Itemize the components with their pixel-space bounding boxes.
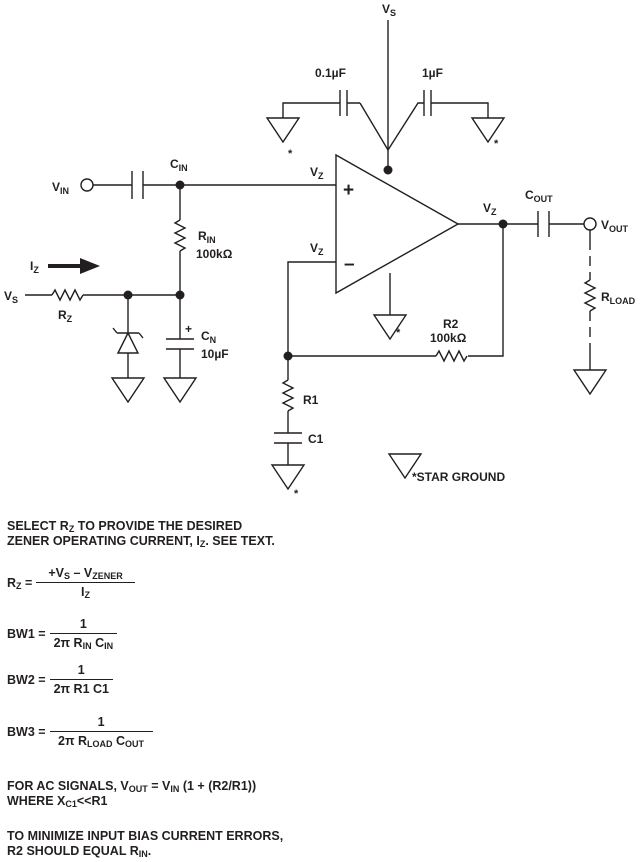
star-ground-legend: *STAR GROUND [412, 470, 505, 484]
svg-text:VOUT: VOUT [601, 218, 629, 234]
capacitor-cin [131, 171, 144, 199]
svg-text:VZ: VZ [310, 241, 324, 257]
ground-symbol [110, 377, 146, 404]
svg-text:VZ: VZ [483, 201, 497, 217]
ground-symbol-legend [387, 453, 423, 480]
c1-label: C1 [308, 432, 324, 446]
bw1-equation: BW1 = 1 2π RIN CIN [7, 617, 117, 651]
rin-label: R [198, 229, 207, 243]
junction-dot [175, 180, 185, 190]
vout-label: V [601, 218, 609, 232]
cn-value: 10µF [201, 347, 229, 361]
r1-label: R1 [303, 393, 319, 407]
vs-top-label: V [382, 2, 390, 16]
zener-diode [112, 327, 144, 354]
svg-text:CIN: CIN [170, 157, 188, 173]
rz-equation: RZ = +VS – VZENER IZ [7, 566, 135, 600]
ground-symbol [265, 117, 301, 144]
iz-label: I [30, 259, 33, 273]
cin-label: C [170, 157, 179, 171]
bias-current-note: TO MINIMIZE INPUT BIAS CURRENT ERRORS, R… [7, 829, 284, 859]
resistor-rload [583, 279, 597, 312]
vout-terminal [583, 217, 597, 231]
circuit-schematic: VS 0.1µF 1µF * * VIN CIN VZ VZ + – VZ CO… [4, 2, 636, 500]
wire-inverting-input [287, 261, 336, 380]
junction-dot [283, 351, 293, 361]
rz-label: R [58, 308, 67, 322]
rin-value: 100kΩ [196, 247, 233, 261]
svg-text:VS: VS [382, 2, 396, 18]
resistor-r2 [435, 349, 468, 363]
svg-text:IZ: IZ [30, 259, 39, 275]
current-arrow [48, 258, 100, 274]
ground-symbol [470, 117, 506, 144]
junction-dot [123, 290, 133, 300]
r2-label: R2 [443, 317, 459, 331]
vs-left-label: V [4, 289, 12, 303]
svg-text:CN: CN [201, 329, 216, 345]
star-mark: * [288, 148, 293, 160]
svg-text:VIN: VIN [52, 180, 69, 196]
star-mark: * [396, 327, 401, 339]
ground-symbol [372, 314, 408, 341]
resistor-rz [51, 288, 84, 302]
resistor-rin [173, 219, 187, 252]
capacitor-c1 [274, 432, 302, 444]
svg-text:COUT: COUT [525, 188, 553, 204]
svg-text:RZ: RZ [58, 308, 73, 324]
r2-value: 100kΩ [430, 331, 467, 345]
ac-signals-note: FOR AC SIGNALS, VOUT = VIN (1 + (R2/R1))… [7, 779, 257, 809]
star-mark: * [294, 488, 299, 500]
ground-symbol [162, 377, 198, 404]
capacitor-1uf [423, 90, 432, 116]
svg-text:RIN: RIN [198, 229, 216, 245]
vin-terminal [80, 178, 94, 192]
inverting-sign: – [344, 254, 355, 275]
resistor-r1 [281, 379, 295, 412]
svg-text:RLOAD: RLOAD [601, 290, 636, 306]
vz-plus-label: V [310, 165, 318, 179]
svg-text:VS: VS [4, 289, 18, 305]
cap-0.1uf-label: 0.1µF [315, 66, 346, 80]
capacitor-cout [537, 211, 550, 237]
wire-bypass-left [282, 102, 389, 151]
select-rz-note: SELECT RZ TO PROVIDE THE DESIRED ZENER O… [7, 519, 275, 549]
noninverting-sign: + [343, 180, 354, 201]
vin-label: V [52, 180, 60, 194]
vz-out-label: V [483, 201, 491, 215]
cap-1uf-label: 1µF [422, 66, 443, 80]
ground-symbol [270, 464, 306, 491]
junction-dot [383, 165, 393, 175]
cn-polarity: + [185, 322, 192, 336]
capacitor-0.1uf [339, 90, 360, 116]
capacitor-cn [166, 338, 194, 350]
rload-label: R [601, 290, 610, 304]
svg-text:VZ: VZ [310, 165, 324, 181]
vz-minus-label: V [310, 241, 318, 255]
wire-bypass-right [387, 102, 489, 151]
bw3-equation: BW3 = 1 2π RLOAD COUT [7, 715, 153, 749]
star-mark: * [494, 138, 499, 150]
cn-label: C [201, 329, 210, 343]
ground-symbol [572, 369, 608, 396]
wire-r2-right [468, 224, 504, 357]
op-amp-triangle [335, 153, 460, 295]
cout-label: C [525, 188, 534, 202]
junction-dot [175, 290, 185, 300]
junction-dot [498, 219, 508, 229]
bw2-equation: BW2 = 1 2π R1 C1 [7, 663, 113, 696]
